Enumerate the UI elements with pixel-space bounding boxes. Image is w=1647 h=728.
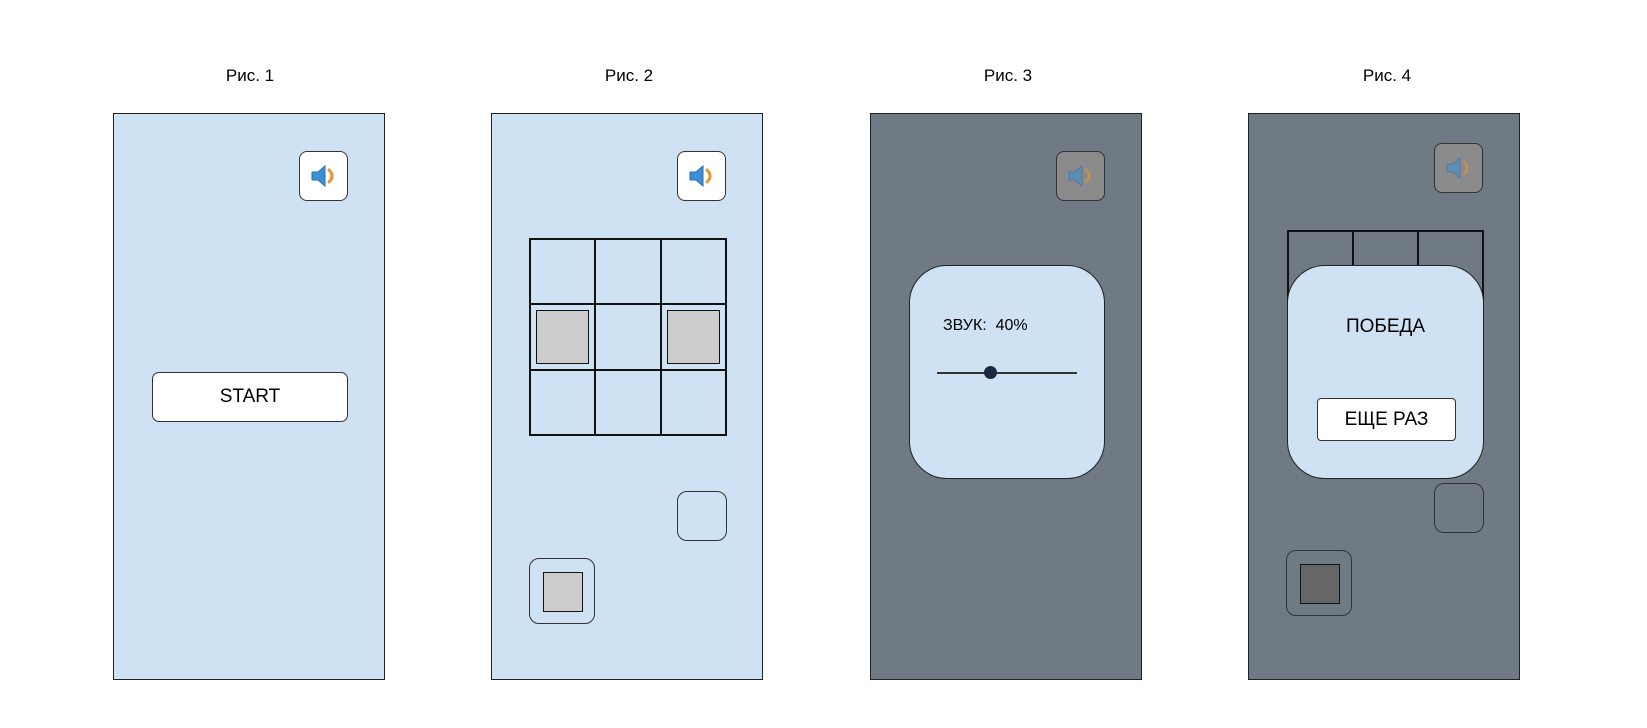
figure-title-3: Рис. 3 <box>983 66 1033 85</box>
victory-dialog: ПОБЕДА ЕЩЕ РАЗ <box>1287 265 1484 479</box>
board-cell[interactable] <box>530 239 596 305</box>
sound-button[interactable] <box>1434 143 1483 193</box>
next-piece-slot[interactable] <box>677 491 727 541</box>
start-screen: START <box>113 113 385 680</box>
board-cell[interactable] <box>660 239 726 305</box>
figure-title-1: Рис. 1 <box>225 66 275 85</box>
figure-title-2: Рис. 2 <box>604 66 654 85</box>
play-again-button[interactable]: ЕЩЕ РАЗ <box>1317 398 1456 441</box>
sound-button[interactable] <box>299 151 348 201</box>
current-piece-slot <box>1286 550 1352 616</box>
game-piece[interactable] <box>543 572 583 612</box>
speaker-icon <box>1446 156 1468 180</box>
game-screen <box>491 113 763 680</box>
victory-screen: ПОБЕДА ЕЩЕ РАЗ <box>1248 113 1520 680</box>
board-cell[interactable] <box>530 304 596 370</box>
figure-title-4: Рис. 4 <box>1362 66 1412 85</box>
game-piece <box>1300 564 1340 604</box>
speaker-icon <box>311 164 333 188</box>
next-piece-slot <box>1434 483 1484 533</box>
volume-label-row: ЗВУК: 40% <box>943 317 1028 335</box>
volume-value: 40% <box>995 317 1028 334</box>
volume-screen: ЗВУК: 40% <box>870 113 1142 680</box>
board-cell[interactable] <box>595 304 661 370</box>
board-cell[interactable] <box>595 369 661 435</box>
board-cell[interactable] <box>660 369 726 435</box>
start-button[interactable]: START <box>152 372 348 422</box>
speaker-icon <box>689 164 711 188</box>
game-piece[interactable] <box>536 310 590 364</box>
volume-dialog: ЗВУК: 40% <box>909 265 1105 479</box>
sound-button[interactable] <box>1056 151 1105 201</box>
game-piece[interactable] <box>666 310 720 364</box>
sound-button[interactable] <box>677 151 726 201</box>
board-cell[interactable] <box>660 304 726 370</box>
speaker-icon <box>1068 164 1090 188</box>
board-cell[interactable] <box>595 239 661 305</box>
current-piece-slot[interactable] <box>529 558 595 624</box>
board-cell[interactable] <box>530 369 596 435</box>
volume-slider-knob[interactable] <box>983 366 997 379</box>
volume-label: ЗВУК: <box>943 317 987 334</box>
volume-slider[interactable] <box>937 366 1077 379</box>
game-board <box>529 238 727 436</box>
victory-message: ПОБЕДА <box>1345 316 1426 337</box>
